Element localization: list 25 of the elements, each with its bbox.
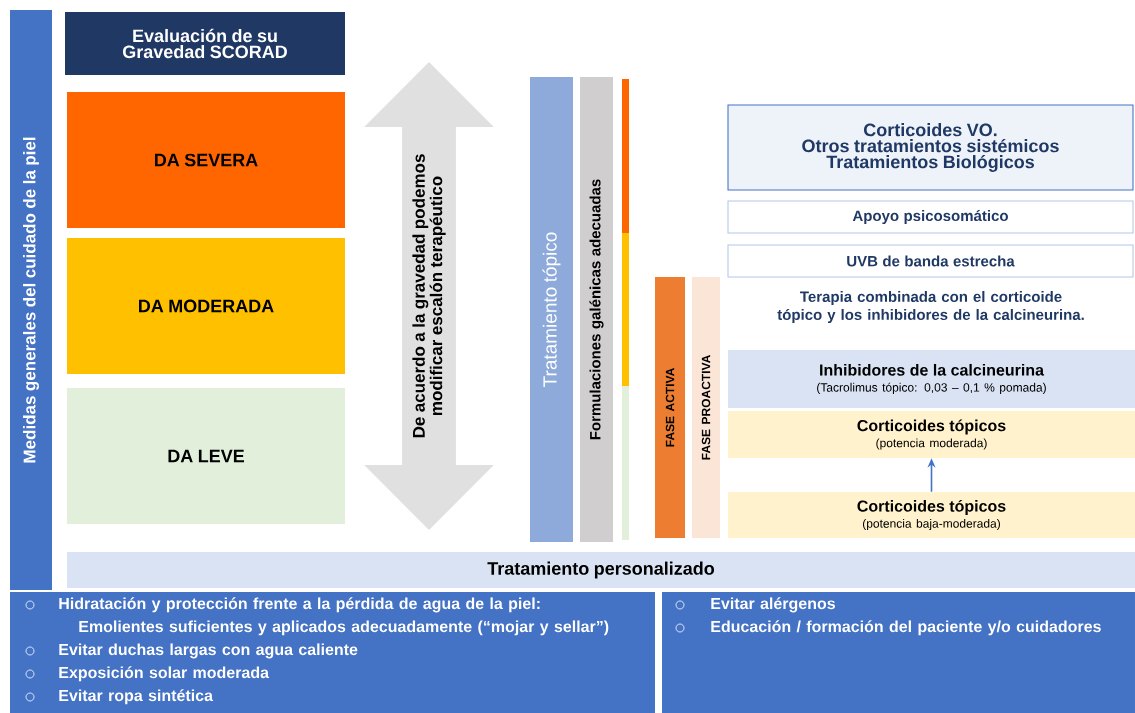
note-text: Terapia combinada con el corticoide tópico y los inhibidores de la calcineurina. [777,291,1084,323]
severity-box: DA LEVE [67,388,345,524]
node-label: Emolientes suficientes y aplicados adecuadamente (“mojar y sellar”) [79,620,609,636]
therapy-box: Inhibidores de la calcineurina (Tacrolimus tópico: 0,03 – 0,1 % pomada) [728,350,1135,408]
node-label: Hidratación y protección frente a la pérdida de agua de la piel: [59,597,540,613]
node-label: Medidas generales del cuidado de la piel [23,137,39,463]
info-panel: Evitar alérgenos Educación / formación del paciente y/o cuidadores [662,592,1135,713]
treatment-bar: Formulaciones galénicas adecuadas [580,77,613,542]
side-band: Medidas generales del cuidado de la piel [10,10,52,590]
therapy-box: Corticoides tópicos (potencia moderada) [728,411,1135,458]
banner-box: Tratamiento personalizado [67,552,1135,588]
phase-bar: FASE PROACTIVA [692,277,720,538]
header-box: Evaluación de su Gravedad SCORAD [65,12,345,75]
severity-box: DA SEVERA [67,92,345,228]
therapy-box: Corticoides tópicos (potencia baja-moderada) [728,492,1135,538]
severity-box: DA MODERADA [67,238,345,374]
therapy-box: Apoyo psicosomático [727,200,1134,234]
therapy-box: UVB de banda estrecha [727,244,1134,278]
node-label: Evitar ropa sintética [59,689,214,705]
info-panel: Hidratación y protección frente a la pérdida de agua de la piel: Emolientes suficientes y aplicados adecuadamente (“mojar y sellar”) Evitar duchas largas con agua caliente Exposición solar moderada Evitar ropa sintética [10,592,655,713]
therapy-box: Corticoides VO. Otros tratamientos sistémicos Tratamientos Biológicos [727,104,1134,191]
node-label: Evitar duchas largas con agua caliente [59,643,358,659]
node-label: Exposición solar moderada [59,666,270,682]
treatment-bar: Tratamiento tópico [530,77,573,542]
phase-bar: FASE ACTIVA [655,277,685,538]
